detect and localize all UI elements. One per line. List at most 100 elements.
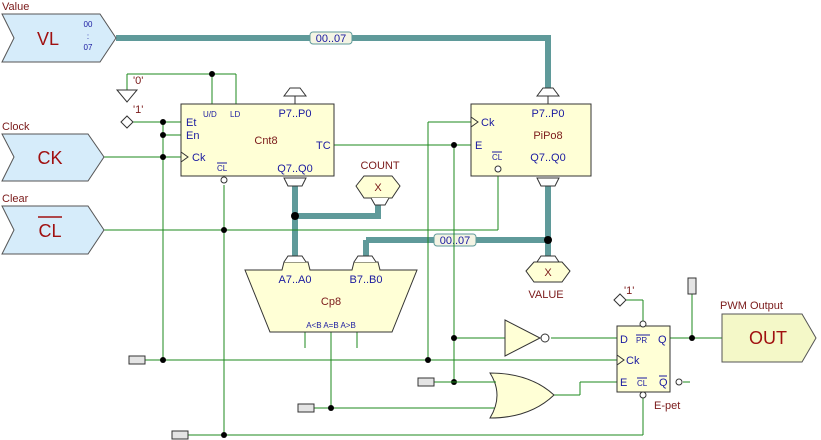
clock-triangle-icon: [180, 151, 189, 163]
cnt8-output-bus-icon: [283, 177, 307, 187]
block-cnt8[interactable]: Et En Ck CL U/D LD P7..P0 Cnt8 TC Q7..Q0: [180, 87, 335, 187]
block-pipo8[interactable]: Ck E CL P7..P0 PiPo8 Q7..Q0: [470, 87, 592, 187]
probe-count-symbol: X: [374, 182, 382, 194]
probe-stub: [687, 277, 697, 295]
probe-stub: [417, 377, 435, 387]
cnt8-name: Cnt8: [254, 135, 277, 147]
pipo8-output-bus-icon: [536, 177, 560, 187]
pipo8-ck: Ck: [481, 117, 495, 129]
cnt8-ud: U/D: [203, 110, 217, 119]
input-value-shape: [1, 13, 117, 63]
clock-triangle-icon: [616, 354, 625, 366]
constant-diamond-icon: [613, 293, 627, 307]
pipo8-e: E: [475, 140, 482, 152]
epet-q: Q: [658, 334, 667, 346]
cnt8-p: P7..P0: [278, 108, 311, 120]
cp8-a: A7..A0: [278, 274, 311, 286]
epet-e: E: [620, 377, 627, 389]
cp8-outs: A<B A=B A>B: [306, 321, 356, 330]
bus-label-mid: 00..07: [433, 233, 477, 247]
bus-label-mid-text: 00..07: [440, 235, 471, 247]
cnt8-ld: LD: [230, 110, 240, 119]
constant-one-cnt[interactable]: '1': [120, 104, 143, 129]
epet-qn: Q: [659, 377, 668, 389]
epet-ck: Ck: [626, 355, 640, 367]
probe-count[interactable]: COUNT X: [355, 160, 401, 206]
cnt8-body: [180, 103, 335, 177]
not-gate-icon: [504, 319, 542, 357]
or-gate-icon: [489, 372, 555, 419]
block-epet[interactable]: D PR Q Ck E CL Q E-pet: [616, 320, 683, 412]
input-value-pin-top: 00: [84, 20, 93, 29]
probe-stub: [297, 403, 315, 413]
or-gate[interactable]: [434, 372, 555, 419]
bus-label-top: 00..07: [309, 31, 353, 45]
probe-value[interactable]: X VALUE: [525, 255, 571, 301]
cnt8-en: En: [186, 130, 199, 142]
cnt8-cl: CL: [217, 164, 228, 173]
cnt8-et: Et: [186, 117, 196, 129]
input-clear-caption: Clear: [2, 193, 29, 205]
bus-junction: [544, 236, 552, 244]
inversion-bubble-icon: [639, 320, 647, 328]
constant-one-ff-label: '1': [624, 285, 634, 297]
clock-triangle-icon: [470, 116, 479, 128]
epet-body: [616, 325, 671, 393]
probe-stub: [171, 430, 189, 440]
wires: [104, 73, 722, 436]
pipo8-name: PiPo8: [533, 130, 562, 142]
block-cp8[interactable]: A7..A0 B7..B0 Cp8 A<B A=B A>B: [244, 255, 418, 333]
pipo8-input-bus-icon: [536, 87, 560, 97]
not-gate[interactable]: [504, 319, 550, 357]
constant-zero-label: '0': [133, 75, 143, 87]
output-shape: [721, 313, 817, 363]
epet-d: D: [620, 334, 628, 346]
input-clock-caption: Clock: [2, 121, 30, 133]
constant-zero[interactable]: '0': [115, 75, 143, 103]
probe-count-shape: [355, 175, 401, 199]
output-port[interactable]: PWM Output OUT: [720, 300, 817, 363]
bus-value-to-pipo: [116, 35, 551, 95]
pipo8-cl: CL: [492, 153, 503, 162]
cnt8-ck: Ck: [192, 152, 206, 164]
input-clock-name: CK: [37, 148, 62, 168]
probe-value-label: VALUE: [528, 289, 563, 301]
pipo8-p: P7..P0: [531, 108, 564, 120]
cnt8-tc: TC: [316, 140, 331, 152]
output-caption: PWM Output: [720, 300, 783, 312]
input-value-name: VL: [37, 29, 59, 49]
ground-icon: [115, 89, 139, 103]
constant-one-cnt-label: '1': [133, 104, 143, 116]
input-clear-name: CL: [38, 221, 61, 241]
probe-stub: [128, 355, 146, 365]
bus-count-probe: [295, 200, 381, 219]
probe-count-label: COUNT: [360, 160, 399, 172]
status-stubs: [128, 277, 697, 440]
input-value[interactable]: Value VL 00 : 07: [1, 1, 117, 63]
cnt8-q: Q7..Q0: [277, 163, 312, 175]
cnt8-input-bus-icon: [283, 87, 307, 97]
input-value-pin-bot: 07: [84, 43, 93, 52]
constant-diamond-icon: [120, 115, 134, 129]
cp8-name: Cp8: [321, 296, 341, 308]
input-value-pin-mid: :: [87, 32, 89, 41]
inversion-bubble-icon: [675, 378, 683, 386]
input-value-caption: Value: [2, 1, 29, 13]
inversion-bubble-icon: [494, 165, 502, 173]
input-clock-shape: [1, 133, 105, 182]
input-clear[interactable]: Clear CL: [1, 193, 105, 255]
constant-one-ff[interactable]: '1': [613, 285, 634, 307]
input-clock[interactable]: Clock CK: [1, 121, 105, 182]
bus-junction: [291, 212, 299, 220]
cp8-b: B7..B0: [349, 274, 382, 286]
inversion-bubble-icon: [540, 333, 550, 343]
inversion-bubble-icon: [639, 391, 647, 399]
output-name: OUT: [749, 328, 787, 348]
epet-name: E-pet: [654, 400, 680, 412]
inversion-bubble-icon: [220, 176, 228, 184]
pipo8-body: [470, 103, 592, 177]
pipo8-q: Q7..Q0: [530, 152, 565, 164]
epet-pr: PR: [636, 336, 647, 345]
